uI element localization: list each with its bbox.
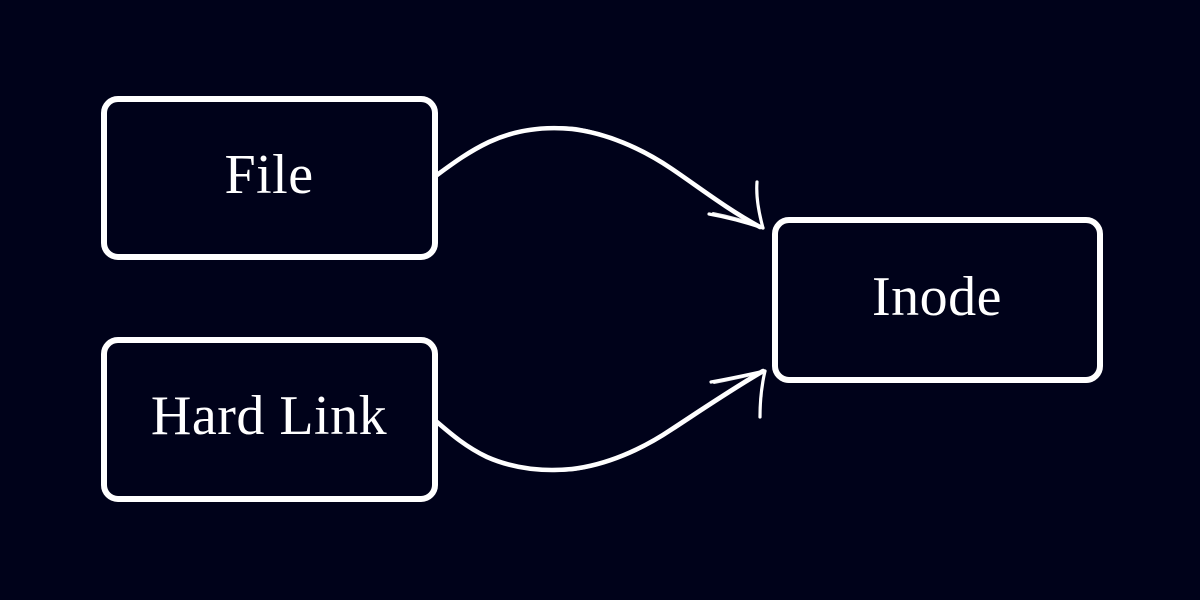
node-hard-link-label: Hard Link <box>151 385 387 447</box>
node-file-box[interactable] <box>101 96 438 260</box>
node-file-label: File <box>224 144 313 206</box>
edge-hard-link-to-inode-sketch <box>437 370 766 473</box>
node-inode[interactable]: Inode <box>772 217 1103 383</box>
node-hard-link[interactable]: Hard Link <box>101 337 438 502</box>
node-inode-box[interactable] <box>772 217 1103 383</box>
arrowhead-hard-link-to-inode-wisp <box>713 371 765 384</box>
arrowhead-hard-link-to-inode <box>709 369 767 419</box>
node-inode-label: Inode <box>872 266 1002 328</box>
arrowhead-file-to-inode <box>707 180 765 230</box>
node-hard-link-box[interactable] <box>101 337 438 502</box>
edge-file-to-inode-sketch <box>437 126 763 230</box>
arrowhead-file-to-inode-wisp <box>712 212 763 228</box>
edge-file-to-inode-line <box>434 125 763 230</box>
edge-file-to-inode <box>434 125 765 230</box>
arrowhead-hard-link-to-inode-lower <box>758 369 767 419</box>
node-file[interactable]: File <box>101 96 438 260</box>
arrowhead-file-to-inode-lower <box>707 212 765 230</box>
edge-hard-link-to-inode <box>434 368 767 473</box>
arrowhead-file-to-inode-upper <box>755 180 765 230</box>
